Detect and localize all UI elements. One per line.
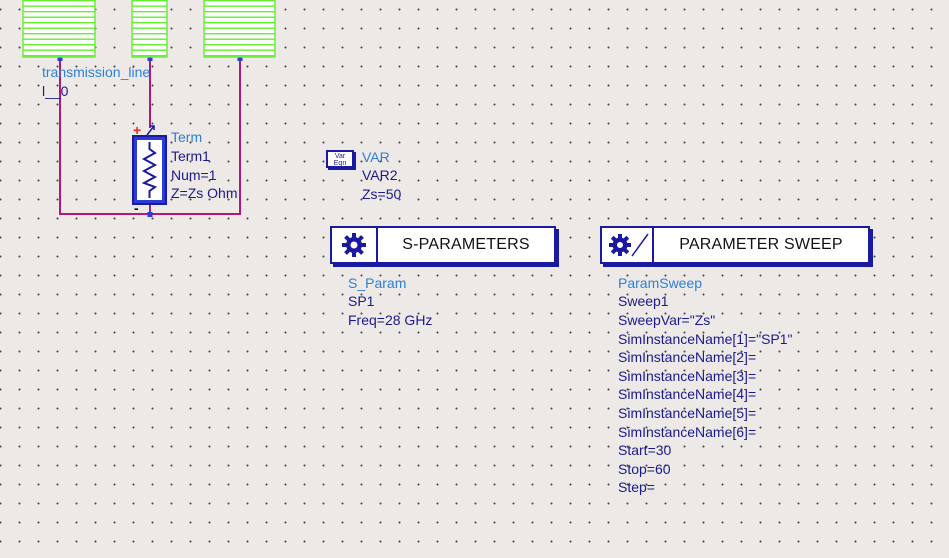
term-num-param: Num=1	[171, 167, 217, 183]
sparam-freq-param: Freq=28 GHz	[348, 312, 433, 328]
s-parameters-controller[interactable]: S-PARAMETERS	[330, 226, 556, 264]
var-name: VAR	[362, 149, 390, 165]
transmission-line-component[interactable]	[0, 0, 949, 70]
sim-gear-sweep-icon	[602, 228, 654, 262]
sim-gear-icon	[332, 228, 378, 262]
tline-segment-1	[22, 0, 96, 58]
resistor-zigzag-icon	[137, 140, 162, 200]
s-parameters-title: S-PARAMETERS	[402, 236, 530, 253]
tline-segment-2	[131, 0, 168, 58]
sweep-param: SimInstanceName[3]=	[618, 367, 757, 384]
sparam-instance: SP1	[348, 293, 375, 309]
sparam-name: S_Param	[348, 275, 407, 291]
term-component[interactable]	[132, 135, 167, 205]
sweep-param: Stop=60	[618, 460, 671, 477]
sweep-params-list: SweepVar="Zs" SimInstanceName[1]="SP1" S…	[618, 311, 793, 497]
term-plus-sign: +	[133, 122, 142, 138]
pin-dot	[147, 56, 153, 61]
sweep-param: SweepVar="Zs"	[618, 312, 716, 328]
sweep-param: Step=	[618, 479, 655, 496]
sweep-param: SimInstanceName[2]=	[618, 349, 757, 366]
sweep-param: SimInstanceName[4]=	[618, 386, 757, 403]
sweep-param: Start=30	[618, 442, 672, 459]
term-minus-sign: -	[134, 200, 139, 216]
sweep-name: ParamSweep	[618, 275, 703, 291]
term-arrow-icon	[146, 125, 155, 136]
pin-dot	[237, 56, 243, 61]
tline-instance: l__0	[42, 83, 69, 99]
sweep-param: SimInstanceName[5]=	[618, 404, 757, 421]
tline-segment-3	[203, 0, 276, 58]
sweep-instance: Sweep1	[618, 293, 669, 309]
pin-dot	[57, 56, 63, 61]
var-instance: VAR2	[362, 167, 398, 183]
term-z-param: Z=Zs Ohm	[171, 185, 238, 201]
var-eqn-icon[interactable]: Var Eqn	[326, 150, 354, 168]
term-name: Term	[171, 129, 203, 145]
var-zs-param: Zs=50	[362, 186, 402, 202]
sweep-param: SimInstanceName[6]=	[618, 423, 757, 440]
sweep-param: SimInstanceName[1]="SP1"	[618, 330, 793, 347]
eqn-icon-label: Eqn	[333, 160, 347, 167]
pin-dot	[147, 212, 153, 217]
parameter-sweep-controller[interactable]: PARAMETER SWEEP	[600, 226, 870, 264]
term-instance: Term1	[171, 148, 210, 164]
parameter-sweep-title: PARAMETER SWEEP	[679, 236, 843, 253]
tline-name: transmission_line	[42, 64, 151, 80]
var-icon-label: Var	[334, 153, 346, 160]
